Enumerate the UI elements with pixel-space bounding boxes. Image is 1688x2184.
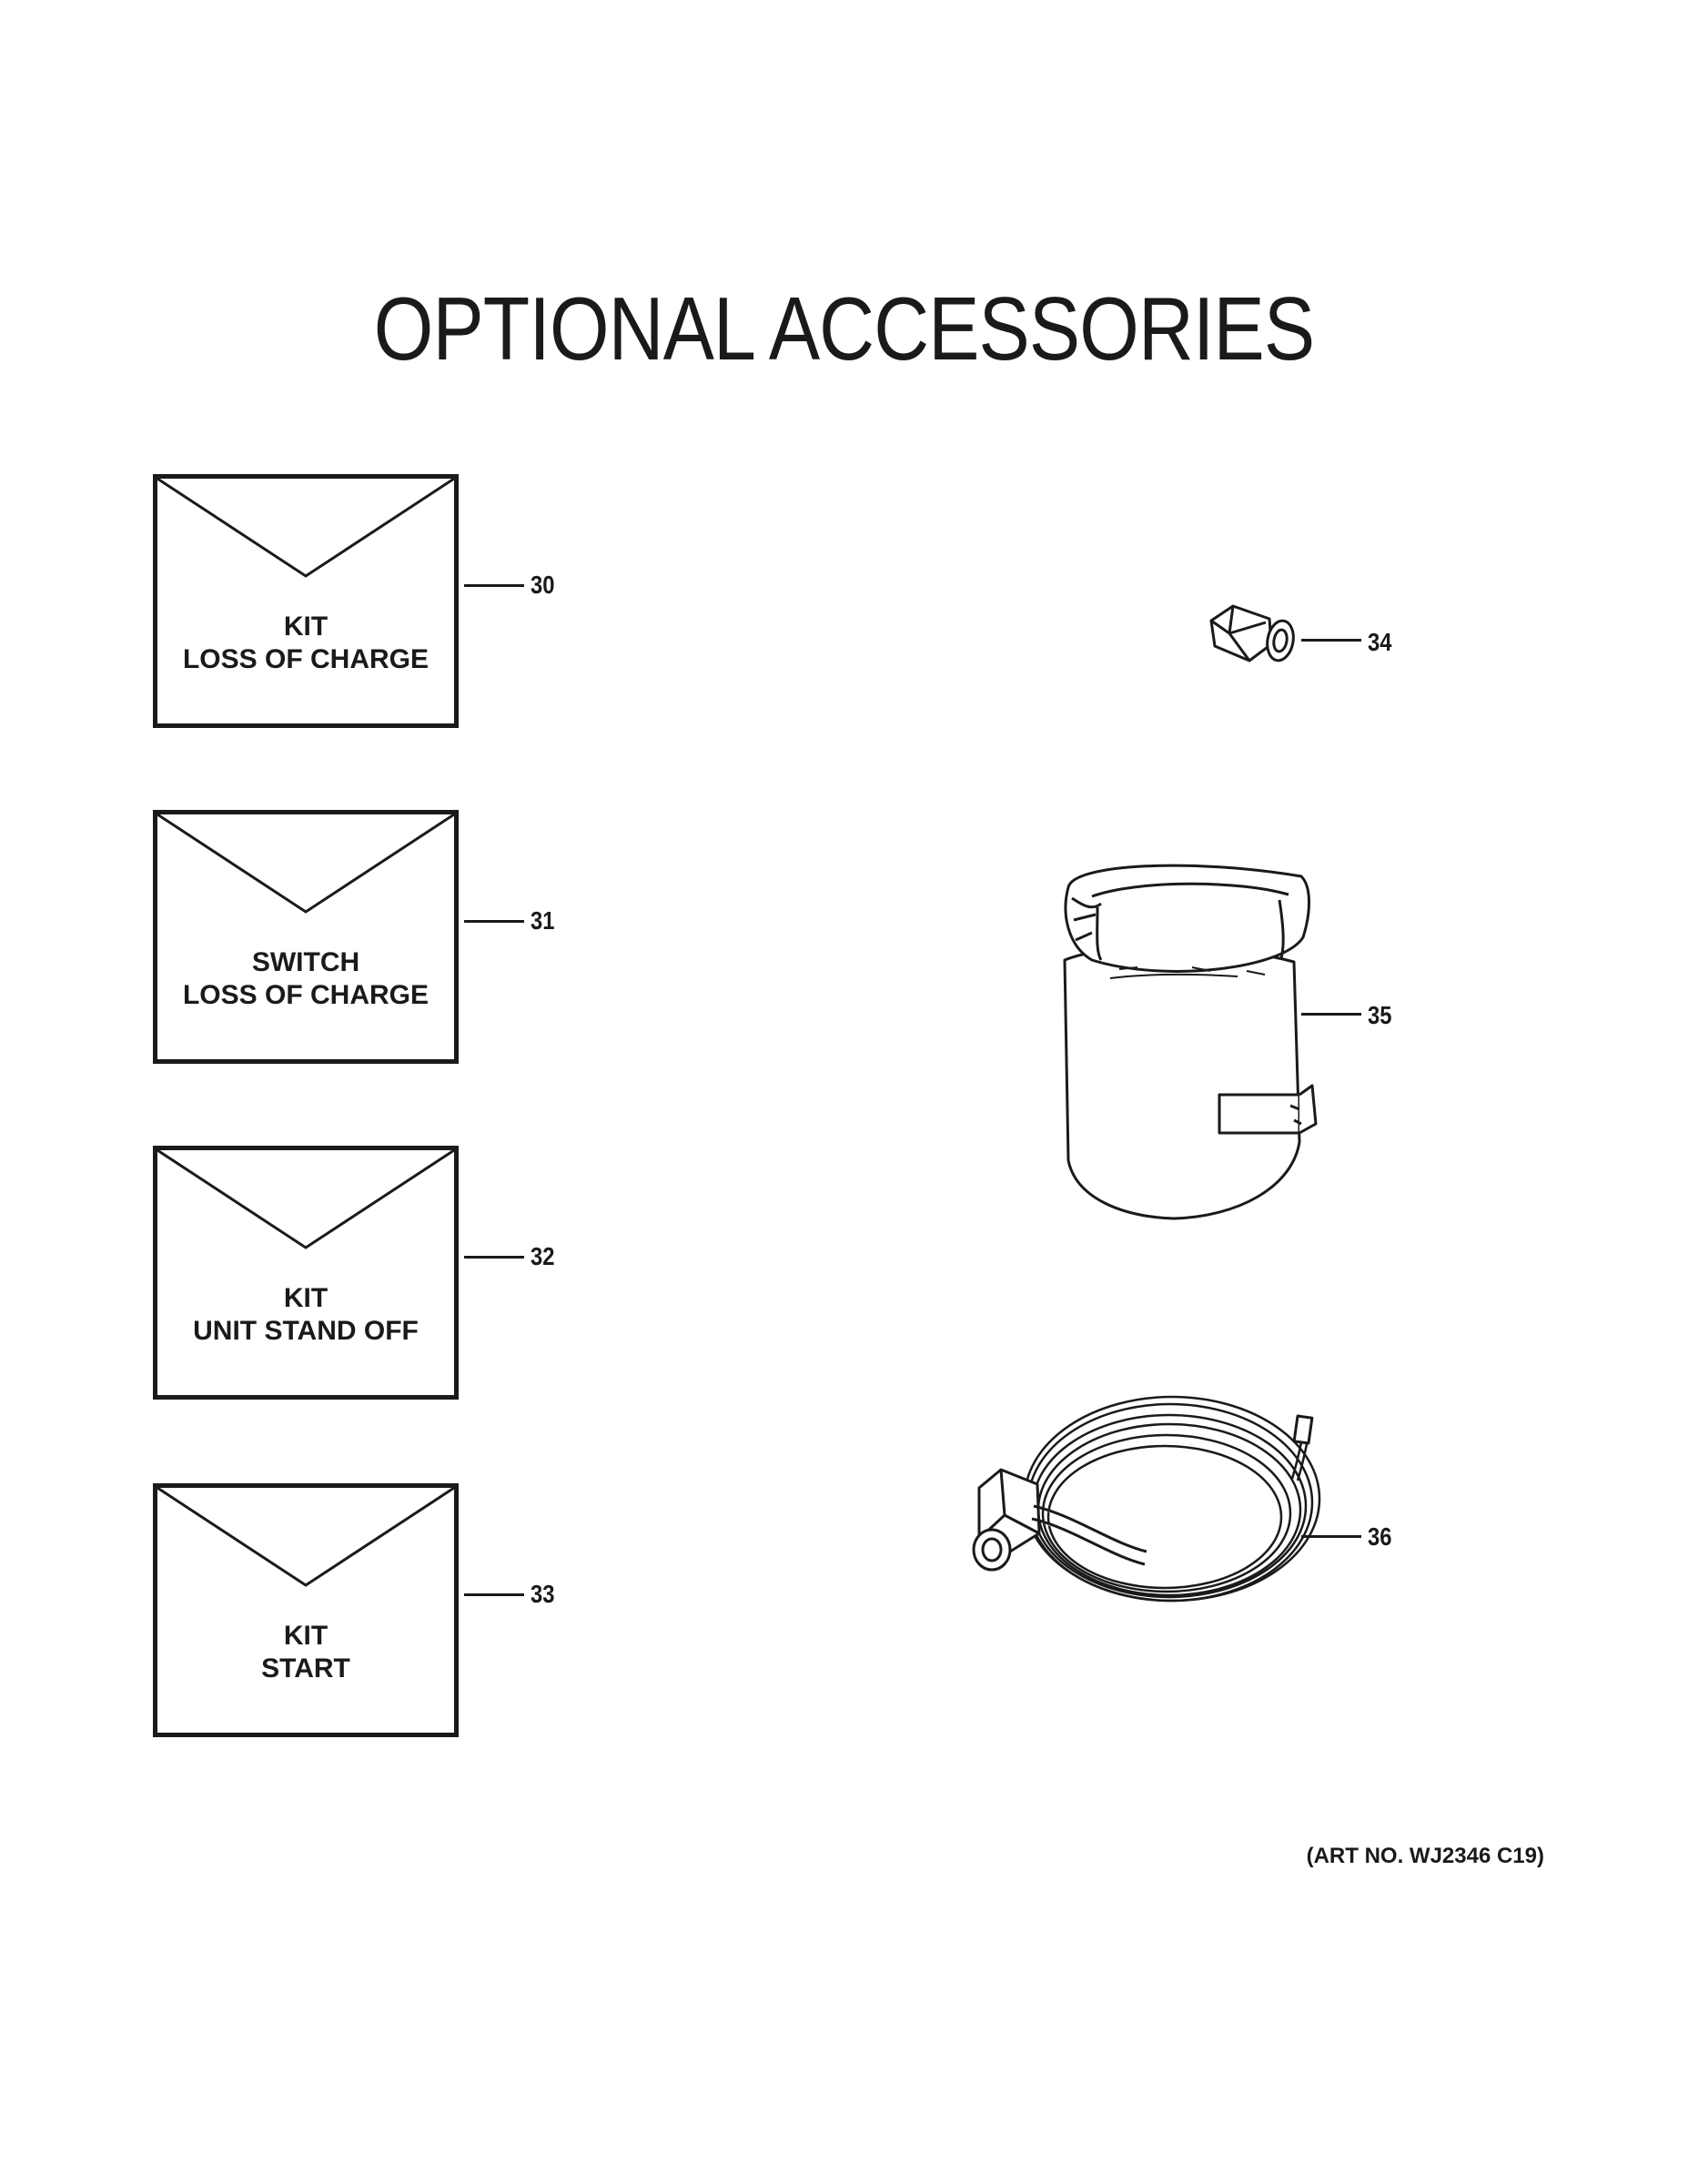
kit-label-line2: LOSS OF CHARGE — [182, 644, 429, 674]
callout-31: 31 — [531, 906, 555, 935]
art-number: (ART NO. WJ2346 C19) — [1306, 1844, 1544, 1868]
heater-cable-coil-icon[interactable] — [955, 1395, 1321, 1633]
kit-envelope-33[interactable]: KIT START — [153, 1483, 459, 1737]
envelope-flap-icon — [157, 1488, 454, 1587]
leader-line-33 — [464, 1593, 524, 1596]
callout-33: 33 — [531, 1580, 555, 1608]
kit-label-line1: SWITCH — [251, 947, 360, 977]
kit-label-line2: UNIT STAND OFF — [193, 1316, 419, 1346]
hex-nut-icon[interactable] — [1206, 601, 1297, 682]
kit-label-line2: START — [261, 1653, 350, 1684]
envelope-flap-icon — [157, 1150, 454, 1249]
page-title: OPTIONAL ACCESSORIES — [373, 278, 1315, 379]
callout-34: 34 — [1368, 628, 1392, 656]
leader-line-35 — [1301, 1013, 1361, 1016]
leader-line-34 — [1301, 639, 1361, 642]
leader-line-36 — [1301, 1535, 1361, 1538]
kit-envelope-32[interactable]: KIT UNIT STAND OFF — [153, 1146, 459, 1400]
callout-32: 32 — [531, 1242, 555, 1270]
kit-label-line1: KIT — [283, 612, 329, 642]
leader-line-31 — [464, 920, 524, 923]
kit-label-line2: LOSS OF CHARGE — [182, 980, 429, 1010]
envelope-flap-icon — [157, 479, 454, 578]
kit-label: KIT LOSS OF CHARGE — [157, 611, 454, 676]
kit-envelope-30[interactable]: KIT LOSS OF CHARGE — [153, 474, 459, 728]
kit-label-line1: KIT — [283, 1283, 329, 1313]
kit-label: SWITCH LOSS OF CHARGE — [157, 946, 454, 1012]
callout-30: 30 — [531, 571, 555, 599]
callout-35: 35 — [1368, 1001, 1392, 1029]
compressor-blanket-icon[interactable] — [1056, 860, 1319, 1242]
kit-label: KIT UNIT STAND OFF — [157, 1282, 454, 1348]
kit-label: KIT START — [157, 1620, 454, 1685]
leader-line-32 — [464, 1256, 524, 1259]
leader-line-30 — [464, 584, 524, 587]
callout-36: 36 — [1368, 1522, 1392, 1551]
envelope-flap-icon — [157, 814, 454, 914]
kit-envelope-31[interactable]: SWITCH LOSS OF CHARGE — [153, 810, 459, 1064]
kit-label-line1: KIT — [283, 1621, 329, 1651]
